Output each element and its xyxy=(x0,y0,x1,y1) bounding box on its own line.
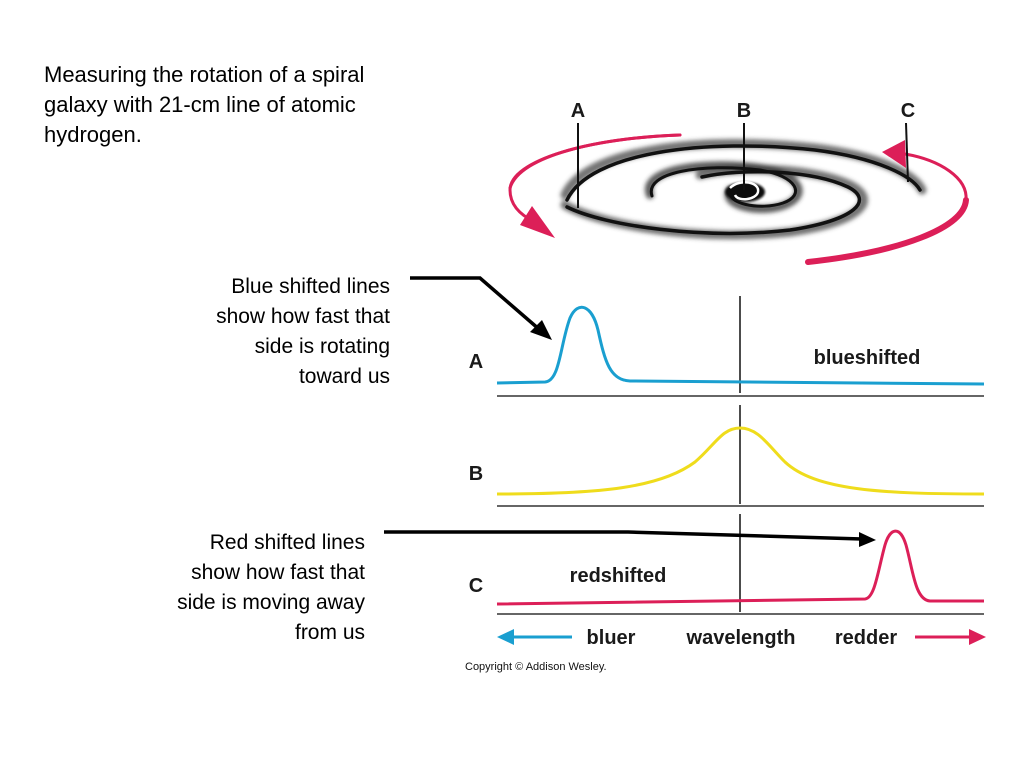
blueshift-pointer-arrow xyxy=(410,276,552,340)
galaxy-label-b: B xyxy=(737,100,751,122)
copyright-notice: Copyright © Addison Wesley. xyxy=(465,661,607,673)
callout-line: show how fast that xyxy=(216,305,390,328)
spiral-galaxy: A B C xyxy=(508,100,969,265)
spectrum-curve-b xyxy=(496,426,985,496)
callout-line: side is rotating xyxy=(254,335,390,358)
galaxy-nucleus xyxy=(725,180,765,202)
redshift-pointer-arrow xyxy=(384,530,876,547)
spectrum-label-b: B xyxy=(469,463,483,485)
rotation-arrowhead-right xyxy=(882,140,906,168)
spectrum-curve-a xyxy=(496,305,985,386)
spectra-panel: A B C blueshifted redshifted bluer wavel… xyxy=(465,296,986,673)
callout-line: Red shifted lines xyxy=(209,531,365,554)
spectrum-curve-c xyxy=(496,529,984,606)
spectrum-label-c: C xyxy=(469,575,483,597)
axis-bluer-label: bluer xyxy=(587,627,636,649)
spiral-arm-lower xyxy=(565,169,861,236)
blueshift-callout: Blue shifted lines show how fast that si… xyxy=(160,272,390,392)
caption-line: hydrogen. xyxy=(44,122,142,147)
rotation-ring-front-right xyxy=(805,197,969,265)
redshifted-label: redshifted xyxy=(570,565,667,587)
pointer-line-c xyxy=(905,122,909,183)
rotation-ring-back-right xyxy=(903,152,968,202)
caption-line: Measuring the rotation of a spiral xyxy=(44,62,365,87)
callout-line: Blue shifted lines xyxy=(231,275,390,298)
spectrum-label-a: A xyxy=(469,351,483,373)
rotation-arrowhead-left xyxy=(520,206,555,238)
redder-arrowhead xyxy=(969,629,986,645)
callout-line: toward us xyxy=(298,365,390,388)
rotation-ring-front-left xyxy=(508,133,682,224)
callout-line: side is moving away xyxy=(177,591,365,614)
axis-wavelength-label: wavelength xyxy=(686,627,796,649)
galaxy-label-c: C xyxy=(901,100,915,122)
caption-line: galaxy with 21-cm line of atomic xyxy=(44,92,356,117)
galaxy-label-a: A xyxy=(571,100,585,122)
callout-line: show how fast that xyxy=(191,561,365,584)
blueshifted-label: blueshifted xyxy=(814,347,921,369)
redshift-callout: Red shifted lines show how fast that sid… xyxy=(125,528,365,648)
caption: Measuring the rotation of a spiral galax… xyxy=(44,60,434,150)
spiral-arm-inner xyxy=(649,166,797,208)
spiral-arm-outer xyxy=(565,144,922,202)
bluer-arrowhead xyxy=(497,629,514,645)
callout-line: from us xyxy=(294,621,365,644)
axis-redder-label: redder xyxy=(835,627,897,649)
